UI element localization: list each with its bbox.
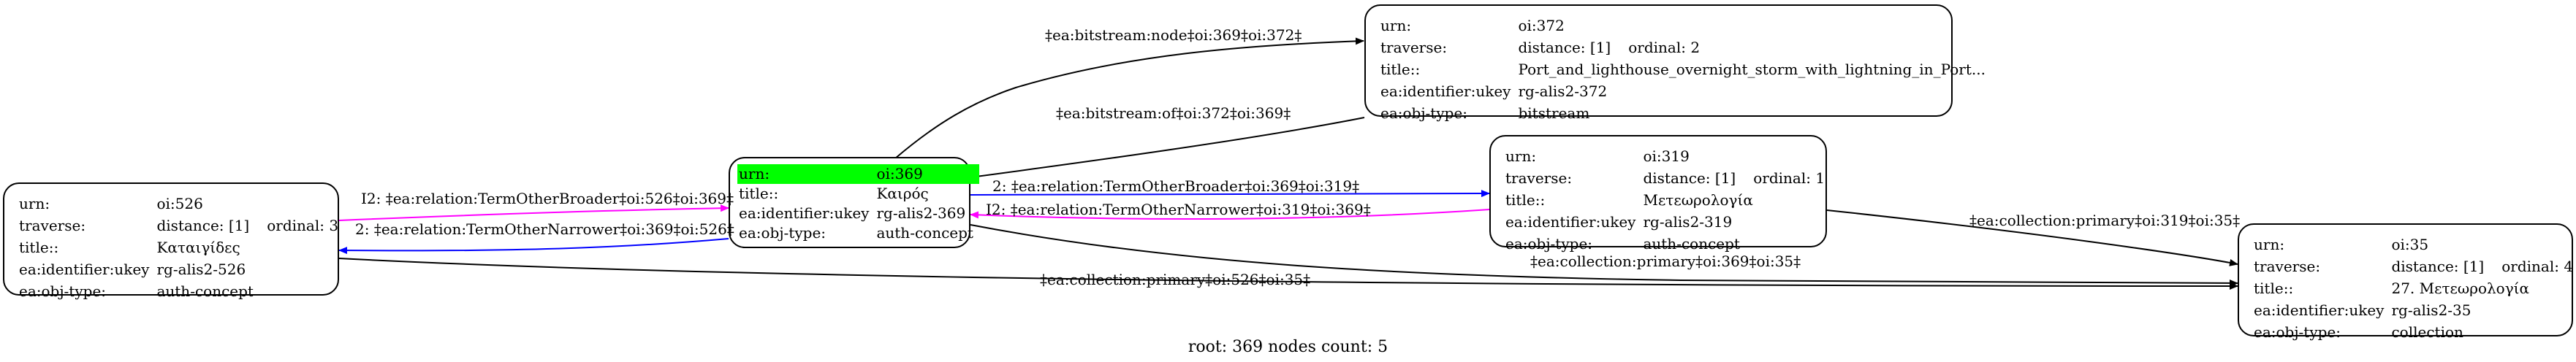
field-key: title:: <box>1505 191 1546 209</box>
traverse-value: distance: [1] ordinal: 3 <box>155 215 344 236</box>
identifier-value: rg-alis2-526 <box>156 261 246 278</box>
field-key: title:: <box>19 239 59 256</box>
title-value: 27. Μετεωρολογία <box>2391 280 2530 297</box>
title-value: Καιρός <box>876 185 929 202</box>
field-key: ea:obj-type: <box>2254 323 2341 341</box>
ordinal-value: ordinal: 1 <box>1753 169 1825 187</box>
objtype-value: auth-concept <box>156 282 254 300</box>
field-key: traverse: <box>1380 39 1448 56</box>
urn-value: oi:319 <box>1643 147 1690 165</box>
identifier-value: rg-alis2-319 <box>1643 213 1733 231</box>
edge-collection-369-35 <box>970 224 2238 287</box>
field-key: ea:identifier:ukey <box>739 204 870 222</box>
distance-value: distance: [1] <box>2391 258 2485 275</box>
objtype-value: auth-concept <box>876 224 973 242</box>
edge-bitstream-node <box>894 37 1364 159</box>
edge-label-broader-526-369: I2: ‡ea:relation:TermOtherBroader‡oi:526… <box>361 190 734 207</box>
edge-narrower-319-369 <box>970 209 1490 220</box>
urn-value: oi:369 <box>875 164 979 184</box>
edge-label-narrower-319-369: I2: ‡ea:relation:TermOtherNarrower‡oi:31… <box>986 201 1371 218</box>
field-key: title:: <box>739 185 779 202</box>
urn-value: oi:35 <box>2391 236 2429 253</box>
node-oi-369-root[interactable]: urn:oi:369 title::Καιρός ea:identifier:u… <box>729 157 979 248</box>
field-key: urn: <box>19 195 50 212</box>
edge-broader-526-369 <box>338 204 729 221</box>
field-key: urn: <box>1505 147 1537 165</box>
field-key: ea:obj-type: <box>1505 235 1593 253</box>
distance-value: distance: [1] <box>1518 39 1611 56</box>
traverse-value: distance: [1] ordinal: 4 <box>2390 255 2576 277</box>
node-oi-372-fields: urn: oi:372 traverse: distance: [1] ordinal… <box>1379 15 1991 124</box>
ordinal-value: ordinal: 3 <box>267 217 339 234</box>
identifier-value: rg-alis2-372 <box>1518 82 1608 100</box>
field-key: ea:identifier:ukey <box>1505 213 1636 231</box>
field-key: urn: <box>1380 17 1412 34</box>
edge-label-bitstream-node: ‡ea:bitstream:node‡oi:369‡oi:372‡ <box>1045 26 1302 44</box>
urn-value: oi:526 <box>156 195 203 212</box>
objtype-value: collection <box>2391 323 2463 341</box>
edge-label-narrower-369-526: 2: ‡ea:relation:TermOtherNarrower‡oi:369… <box>355 220 734 238</box>
edge-narrower-369-526 <box>338 238 729 255</box>
field-key: ea:identifier:ukey <box>1380 82 1511 100</box>
title-value: Καταιγίδες <box>156 239 240 256</box>
field-key: urn: <box>2254 236 2285 253</box>
field-key: title:: <box>1380 61 1421 78</box>
edge-collection-526-35 <box>338 258 2238 290</box>
node-oi-35-fields: urn: oi:35 traverse: distance: [1] ordinal:… <box>2252 234 2576 343</box>
node-oi-526-fields: urn: oi:526 traverse: distance: [1] ordinal… <box>18 193 344 302</box>
node-oi-372[interactable]: urn: oi:372 traverse: distance: [1] ordinal… <box>1364 4 1986 122</box>
traverse-value: distance: [1] ordinal: 1 <box>1641 167 1831 189</box>
field-key: ea:obj-type: <box>739 224 827 242</box>
title-value: Μετεωρολογία <box>1643 191 1753 209</box>
field-key: ea:identifier:ukey <box>2254 301 2385 319</box>
node-oi-35[interactable]: urn: oi:35 traverse: distance: [1] ordinal:… <box>2238 223 2573 341</box>
edge-label-collection-526-35: ‡ea:collection:primary‡oi:526‡oi:35‡ <box>1040 271 1311 288</box>
urn-value: oi:372 <box>1518 17 1565 34</box>
field-key: ea:obj-type: <box>19 282 107 300</box>
objtype-value: auth-concept <box>1643 235 1740 253</box>
node-oi-369-fields: urn:oi:369 title::Καιρός ea:identifier:u… <box>737 164 979 243</box>
distance-value: distance: [1] <box>1643 169 1736 187</box>
ordinal-value: ordinal: 4 <box>2501 258 2574 275</box>
title-value: Port_and_lighthouse_overnight_storm_with… <box>1518 61 1986 78</box>
edge-label-collection-369-35: ‡ea:collection:primary‡oi:369‡oi:35‡ <box>1530 253 1801 270</box>
node-oi-319[interactable]: urn: oi:319 traverse: distance: [1] ordinal… <box>1489 135 1827 253</box>
identifier-value: rg-alis2-369 <box>876 204 966 222</box>
field-key: traverse: <box>19 217 86 234</box>
ordinal-value: ordinal: 2 <box>1628 39 1701 56</box>
traverse-value: distance: [1] ordinal: 2 <box>1516 36 1991 58</box>
objtype-value: bitstream <box>1518 104 1590 122</box>
edge-collection-319-35 <box>1826 209 2238 266</box>
edge-label-bitstream-of: ‡ea:bitstream:of‡oi:372‡oi:369‡ <box>1056 104 1291 122</box>
field-key: urn: <box>737 164 875 184</box>
field-key: ea:identifier:ukey <box>19 261 150 278</box>
field-key: traverse: <box>2254 258 2321 275</box>
identifier-value: rg-alis2-35 <box>2391 301 2471 319</box>
node-oi-526[interactable]: urn: oi:526 traverse: distance: [1] ordinal… <box>3 182 339 300</box>
distance-value: distance: [1] <box>156 217 250 234</box>
field-key: traverse: <box>1505 169 1573 187</box>
graph-caption: root: 369 nodes count: 5 <box>1188 338 1388 356</box>
edge-label-collection-319-35: ‡ea:collection:primary‡oi:319‡oi:35‡ <box>1969 212 2241 229</box>
field-key: title:: <box>2254 280 2294 297</box>
edge-label-broader-369-319: 2: ‡ea:relation:TermOtherBroader‡oi:369‡… <box>992 177 1360 195</box>
field-key: ea:obj-type: <box>1380 104 1468 122</box>
edge-bitstream-of <box>970 117 1365 180</box>
node-oi-319-fields: urn: oi:319 traverse: distance: [1] ordinal… <box>1504 145 1831 255</box>
